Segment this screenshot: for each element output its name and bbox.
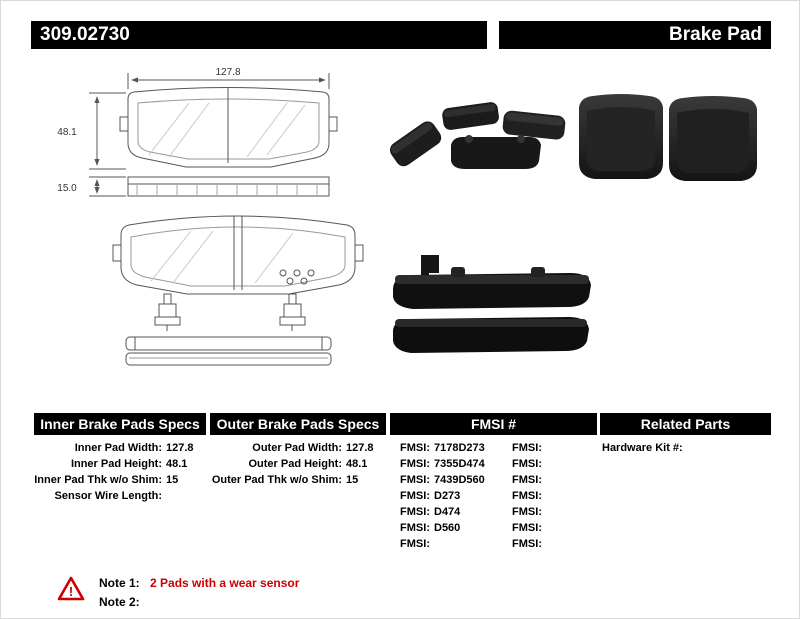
fmsi-row: FMSI: 7439D560 [390, 472, 502, 488]
fmsi-row: FMSI: D560 [390, 520, 502, 536]
fmsi-label: FMSI: [400, 522, 430, 534]
spec-value: 48.1 [346, 458, 368, 470]
spec-label: Inner Pad Height: [70, 458, 162, 470]
fmsi-row: FMSI: [502, 536, 594, 552]
warning-icon: ! [57, 576, 85, 601]
notes-section: ! Note 1: 2 Pads with a wear sensor Note… [57, 574, 299, 612]
warning-glyph: ! [69, 584, 73, 599]
part-number: 309.02730 [40, 24, 130, 45]
outer-specs-table: Outer Brake Pads Specs Outer Pad Width: … [210, 413, 386, 488]
fmsi-label: FMSI: [512, 474, 542, 486]
spec-row: Hardware Kit #: [600, 440, 771, 456]
fmsi-label: FMSI: [400, 474, 430, 486]
fmsi-value: D474 [434, 506, 461, 518]
fmsi-label: FMSI: [400, 458, 430, 470]
fmsi-value [542, 440, 594, 456]
fmsi-value: D560 [434, 522, 461, 534]
spec-row: Inner Pad Width: 127.8 [34, 440, 206, 456]
note-1-text: 2 Pads with a wear sensor [150, 576, 300, 590]
fmsi-label: FMSI: [512, 490, 542, 502]
fmsi-label: FMSI: [512, 506, 542, 518]
spec-value: 15 [166, 474, 179, 486]
fmsi-column-2: FMSI: FMSI: FMSI: FMSI: FMSI: [502, 440, 594, 552]
fmsi-row: FMSI: [502, 520, 594, 536]
fmsi-value [430, 536, 502, 552]
note-1: Note 1: 2 Pads with a wear sensor [99, 574, 299, 593]
spec-value: 127.8 [166, 442, 194, 454]
wear-sensor-drawing [279, 293, 306, 331]
fmsi-value [542, 488, 594, 504]
note-2-label: Note 2: [99, 595, 140, 609]
spec-value: 15 [346, 474, 359, 486]
fmsi-label: FMSI: [512, 458, 542, 470]
fmsi-label: FMSI: [512, 522, 542, 534]
wear-sensor-drawing [154, 293, 181, 331]
fmsi-column-1: FMSI: 7178D273 FMSI: 7355D474 FMSI: 7439… [390, 440, 502, 552]
spec-label: Inner Pad Width: [74, 442, 162, 454]
fmsi-row: FMSI: [502, 488, 594, 504]
related-parts-header: Related Parts [600, 413, 771, 435]
inner-specs-table: Inner Brake Pads Specs Inner Pad Width: … [34, 413, 206, 504]
spec-value [162, 488, 206, 504]
spec-row: Sensor Wire Length: [34, 488, 206, 504]
fmsi-row: FMSI: [502, 504, 594, 520]
spec-label: Sensor Wire Length: [54, 490, 162, 502]
spec-row: Inner Pad Thk w/o Shim: 15 [34, 472, 206, 488]
fmsi-label: FMSI: [400, 490, 430, 502]
spec-label: Hardware Kit #: [602, 442, 683, 454]
fmsi-label: FMSI: [400, 538, 430, 550]
fmsi-row: FMSI: D273 [390, 488, 502, 504]
spec-label: Inner Pad Thk w/o Shim: [34, 474, 162, 486]
fmsi-row: FMSI: 7355D474 [390, 456, 502, 472]
photo-side-views [393, 255, 591, 353]
fmsi-label: FMSI: [512, 538, 542, 550]
related-parts-table: Related Parts Hardware Kit #: [600, 413, 771, 456]
fmsi-value: 7355D474 [434, 458, 485, 470]
note-lines: Note 1: 2 Pads with a wear sensor Note 2… [99, 574, 299, 612]
fmsi-row: FMSI: [502, 472, 594, 488]
spec-row: Outer Pad Width: 127.8 [210, 440, 386, 456]
fmsi-row: FMSI: [502, 456, 594, 472]
fmsi-value [542, 504, 594, 520]
product-photos [389, 94, 757, 353]
fmsi-value: 7439D560 [434, 474, 485, 486]
spec-value [683, 440, 771, 456]
spec-value: 127.8 [346, 442, 374, 454]
technical-drawings: 127.8 48.1 15.0 [57, 67, 364, 366]
spec-row: Outer Pad Height: 48.1 [210, 456, 386, 472]
spec-value: 48.1 [166, 458, 188, 470]
spec-label: Outer Pad Thk w/o Shim: [211, 474, 342, 486]
outer-specs-header: Outer Brake Pads Specs [210, 413, 386, 435]
spec-label: Outer Pad Width: [252, 442, 342, 454]
photo-pad-cluster [389, 94, 757, 181]
note-1-label: Note 1: [99, 576, 140, 590]
fmsi-value: D273 [434, 490, 461, 502]
fmsi-row: FMSI: [502, 440, 594, 456]
dim-thickness-label: 15.0 [57, 183, 77, 194]
fmsi-label: FMSI: [400, 442, 430, 454]
inner-specs-header: Inner Brake Pads Specs [34, 413, 206, 435]
spec-row: Inner Pad Height: 48.1 [34, 456, 206, 472]
part-number-bar: 309.02730 [31, 21, 487, 49]
product-type-bar: Brake Pad [499, 21, 771, 49]
fmsi-row: FMSI: 7178D273 [390, 440, 502, 456]
fmsi-value [542, 472, 594, 488]
note-2: Note 2: [99, 593, 299, 612]
product-type: Brake Pad [669, 24, 762, 45]
fmsi-value [542, 536, 594, 552]
spec-label: Outer Pad Height: [248, 458, 342, 470]
fmsi-value: 7178D273 [434, 442, 485, 454]
fmsi-value [542, 520, 594, 536]
fmsi-row: FMSI: D474 [390, 504, 502, 520]
fmsi-table: FMSI # FMSI: 7178D273 FMSI: 7355D474 FMS… [390, 413, 597, 552]
spec-row: Outer Pad Thk w/o Shim: 15 [210, 472, 386, 488]
fmsi-label: FMSI: [512, 442, 542, 454]
fmsi-value [542, 456, 594, 472]
fmsi-label: FMSI: [400, 506, 430, 518]
fmsi-header: FMSI # [390, 413, 597, 435]
fmsi-row: FMSI: [390, 536, 502, 552]
dim-height-label: 48.1 [57, 127, 77, 138]
dim-width-label: 127.8 [215, 67, 240, 78]
